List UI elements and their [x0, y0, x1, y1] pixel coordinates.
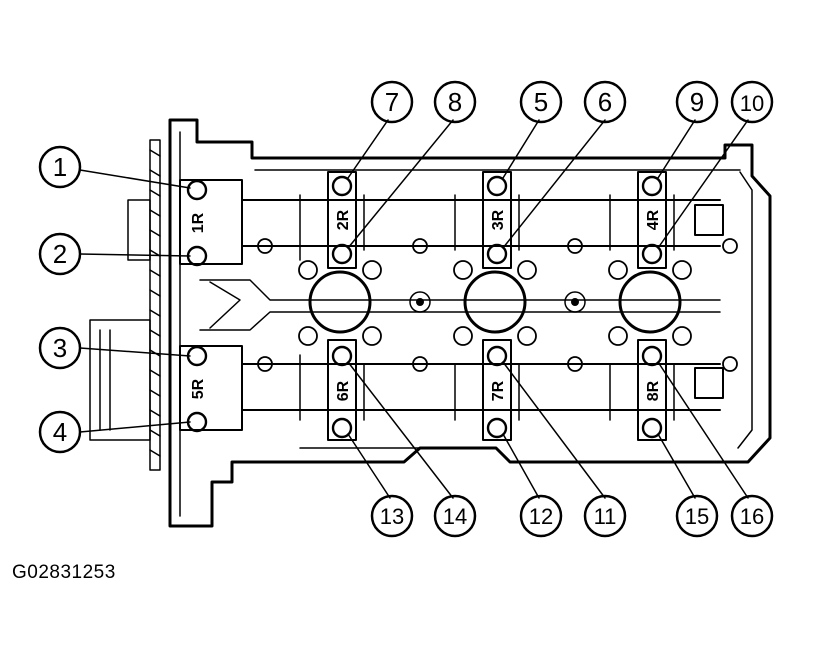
- timing-chain: [89, 139, 161, 471]
- callouts: 1 2 3 4 7 8 5 6 9 10 13 14 12 11 15 16: [38, 80, 774, 538]
- bolt-9: [641, 175, 663, 197]
- cylinder-head-outline: [168, 118, 772, 528]
- bolt-8: [331, 243, 353, 265]
- callout-4: 4: [53, 417, 67, 447]
- cap-label-4r: 4R: [645, 209, 662, 230]
- callout-7: 7: [385, 87, 399, 117]
- bolt-11: [486, 345, 508, 367]
- callout-16: 16: [740, 504, 764, 529]
- bolt-14: [331, 345, 353, 367]
- leader-lines: [79, 119, 749, 499]
- cap-bolts: [186, 175, 663, 439]
- figure-code: G02831253: [12, 562, 116, 583]
- callout-13: 13: [380, 504, 404, 529]
- bolt-12: [486, 417, 508, 439]
- cap-label-2r: 2R: [335, 209, 352, 230]
- bolt-16: [641, 345, 663, 367]
- callout-11: 11: [594, 504, 617, 529]
- bolt-10: [641, 243, 663, 265]
- cap-label-6r: 6R: [335, 380, 352, 401]
- cap-label-8r: 8R: [645, 380, 662, 401]
- callout-9: 9: [690, 87, 704, 117]
- tower-bolts: [257, 238, 738, 372]
- cap-label-5r: 5R: [190, 378, 207, 399]
- bolt-1: [186, 179, 208, 201]
- callout-2: 2: [53, 239, 67, 269]
- cap-label-7r: 7R: [490, 380, 507, 401]
- bearing-caps: [299, 171, 675, 441]
- cap-label-1r: 1R: [190, 212, 207, 233]
- spark-plug-towers: [308, 270, 682, 334]
- callout-3: 3: [53, 333, 67, 363]
- callout-1: 1: [53, 152, 67, 182]
- callout-14: 14: [443, 504, 467, 529]
- front-cap-upper: [179, 179, 243, 265]
- bolt-15: [641, 417, 663, 439]
- callout-6: 6: [598, 87, 612, 117]
- callout-15: 15: [685, 504, 709, 529]
- front-cap-lower: [179, 345, 243, 431]
- bolt-13: [331, 417, 353, 439]
- bolt-6: [486, 243, 508, 265]
- callout-5: 5: [534, 87, 548, 117]
- callout-8: 8: [448, 87, 462, 117]
- callout-12: 12: [529, 504, 553, 529]
- callout-10: 10: [740, 91, 764, 116]
- camshafts: [241, 199, 724, 411]
- cap-label-3r: 3R: [490, 209, 507, 230]
- bolt-7: [331, 175, 353, 197]
- bolt-5: [486, 175, 508, 197]
